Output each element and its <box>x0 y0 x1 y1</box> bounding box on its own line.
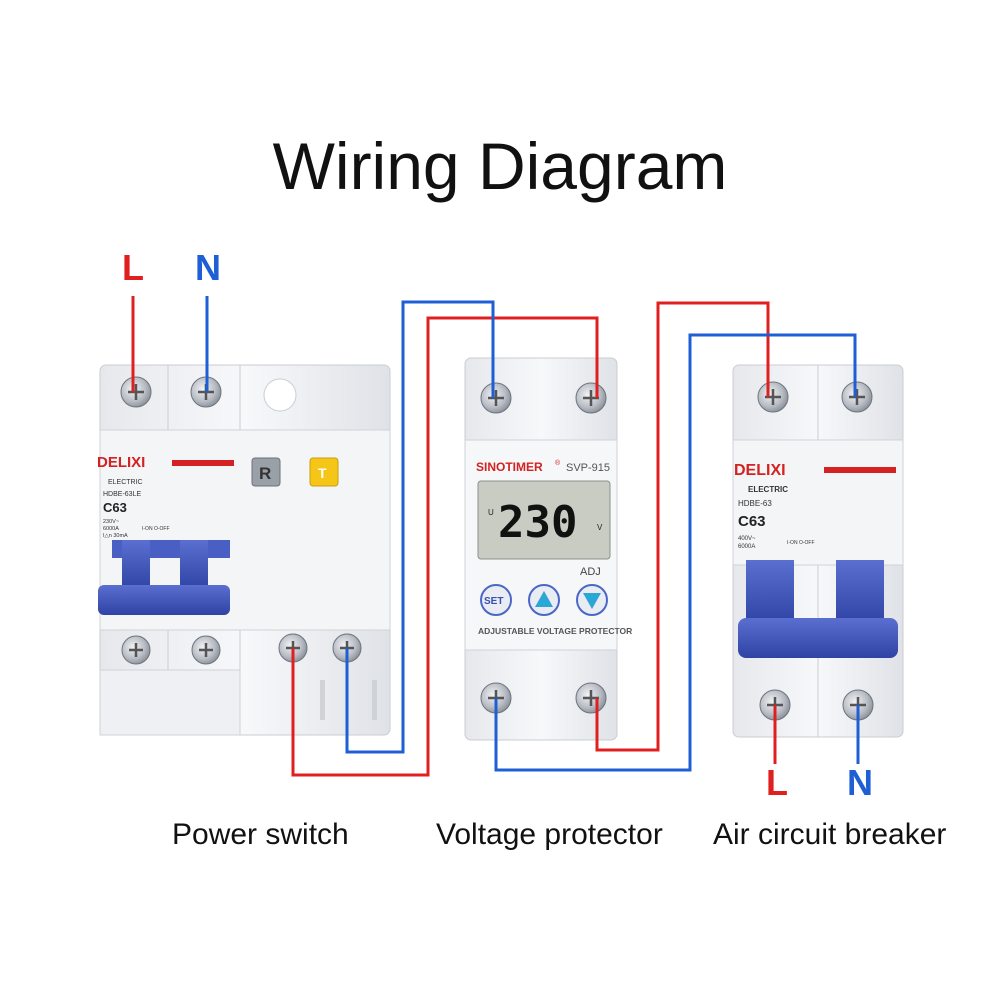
brand-label: SINOTIMER <box>476 460 543 474</box>
screw-terminal <box>191 635 221 665</box>
on-off-label: I-ON O-OFF <box>787 540 815 546</box>
svg-text:SET: SET <box>484 596 503 607</box>
spec-label: 230V~ <box>103 519 119 525</box>
footer-label: ADJUSTABLE VOLTAGE PROTECTOR <box>478 626 632 636</box>
live-wire-switch-to-protector <box>291 316 599 777</box>
brand-sub-label: ELECTRIC <box>108 479 143 486</box>
screw-terminal <box>480 382 512 414</box>
up-arrow-icon <box>535 591 553 607</box>
diagram-title: Wiring Diagram <box>272 129 728 203</box>
rating-label: C63 <box>738 513 766 530</box>
voltage-protector-caption: Voltage protector <box>436 818 663 851</box>
air-circuit-breaker-device: DELIXI ELECTRIC HDBE-63 C63 400V~ 6000A … <box>732 364 904 738</box>
output-neutral-label: N <box>847 762 873 803</box>
down-arrow-button <box>576 584 608 616</box>
model-label: HDBE-63LE <box>103 491 141 498</box>
breaker-handle <box>98 540 230 615</box>
live-wire-protector-to-breaker <box>595 301 770 752</box>
screw-terminal <box>121 635 151 665</box>
lcd-readout: 230 <box>498 497 577 548</box>
screw-terminal <box>575 382 607 414</box>
model-label: HDBE-63 <box>738 499 772 508</box>
neutral-wire-protector-to-breaker <box>494 333 857 772</box>
test-button-label: T <box>318 465 327 481</box>
brand-sub-label: ELECTRIC <box>748 485 788 494</box>
down-arrow-icon <box>583 593 601 609</box>
set-button: SET <box>480 584 512 616</box>
on-off-label: I-ON O-OFF <box>142 526 170 532</box>
model-label: SVP-915 <box>566 462 610 474</box>
screw-terminal <box>575 682 607 714</box>
spec-label: 400V~ <box>738 536 756 542</box>
spec-label: I△n 30mA <box>103 533 128 539</box>
brand-label: DELIXI <box>734 462 786 479</box>
spec-label: 6000A <box>738 544 755 550</box>
screw-terminal <box>120 376 152 408</box>
registered-mark: ® <box>555 459 561 467</box>
lcd-unit-left: U <box>488 508 494 517</box>
screw-terminal <box>757 381 789 413</box>
screw-terminal <box>841 381 873 413</box>
reset-button-label: R <box>259 464 271 483</box>
wires <box>131 296 860 777</box>
neutral-wire-switch-to-protector <box>345 300 495 754</box>
output-live-label: L <box>766 762 788 803</box>
air-circuit-breaker-caption: Air circuit breaker <box>713 818 947 851</box>
lcd-unit-right: V <box>597 523 603 532</box>
rating-label: C63 <box>103 500 127 515</box>
lcd-display <box>477 480 611 560</box>
brand-label: DELIXI <box>97 454 145 471</box>
spec-label: 6000A <box>103 526 119 532</box>
adj-label: ADJ <box>580 566 601 578</box>
power-switch-device: DELIXI ELECTRIC HDBE-63LE C63 230V~ 6000… <box>97 364 391 736</box>
up-arrow-button <box>528 584 560 616</box>
power-switch-caption: Power switch <box>172 818 349 851</box>
voltage-protector-device: SINOTIMER ® SVP-915 U 230 V ADJ SET ADJU… <box>464 357 632 741</box>
input-live-label: L <box>122 247 144 288</box>
input-neutral-label: N <box>195 247 221 288</box>
breaker-handle <box>738 560 898 658</box>
